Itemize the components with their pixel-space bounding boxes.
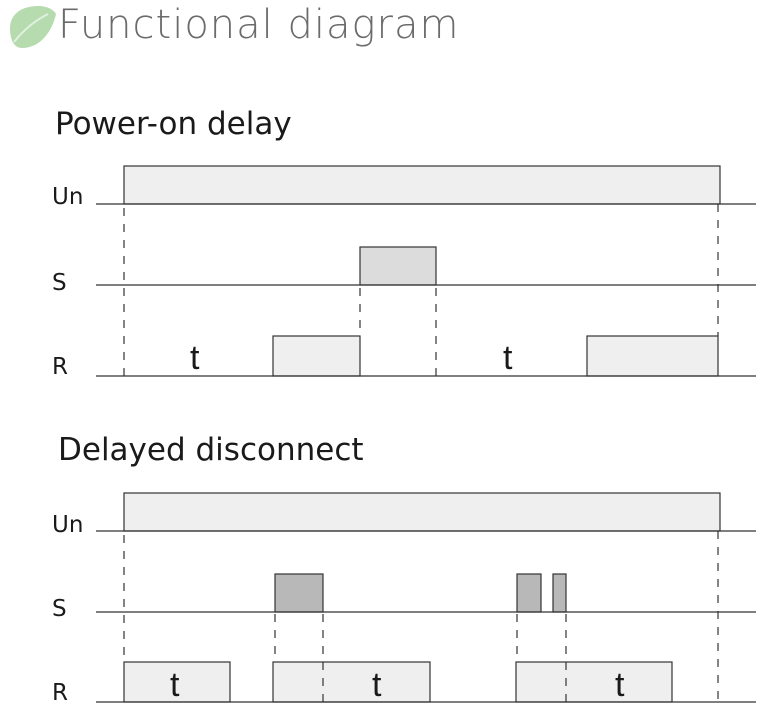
signal-label-s: S [52, 596, 67, 622]
section-title-power-on-delay: Power-on delay [55, 106, 292, 142]
s-pulse [516, 573, 542, 613]
header: Functional diagram [0, 0, 770, 60]
delay-label-t: t [170, 666, 180, 704]
delay-label-t: t [190, 339, 200, 377]
delay-label-t: t [615, 666, 625, 704]
r-pulse [586, 335, 719, 377]
signal-label-un: Un [52, 184, 83, 210]
r-pulse [123, 661, 231, 703]
dashed-guides [123, 531, 719, 702]
section-title-delayed-disconnect: Delayed disconnect [58, 432, 364, 468]
signal-label-un: Un [52, 512, 83, 538]
r-pulse [515, 661, 673, 703]
signal-label-r: R [52, 354, 68, 380]
s-pulse [359, 246, 437, 286]
r-pulse [272, 661, 431, 703]
delay-label-t: t [503, 339, 513, 377]
leaf-logo-icon [10, 6, 56, 48]
un-pulse [123, 492, 721, 532]
s-pulse [274, 573, 324, 613]
s-pulse [552, 573, 567, 613]
un-pulse [123, 165, 721, 205]
delay-label-t: t [372, 666, 382, 704]
page-title: Functional diagram [58, 2, 460, 48]
signal-label-s: S [52, 270, 67, 296]
r-pulse [272, 335, 361, 377]
signal-label-r: R [52, 680, 68, 706]
dashed-guides [123, 204, 719, 376]
